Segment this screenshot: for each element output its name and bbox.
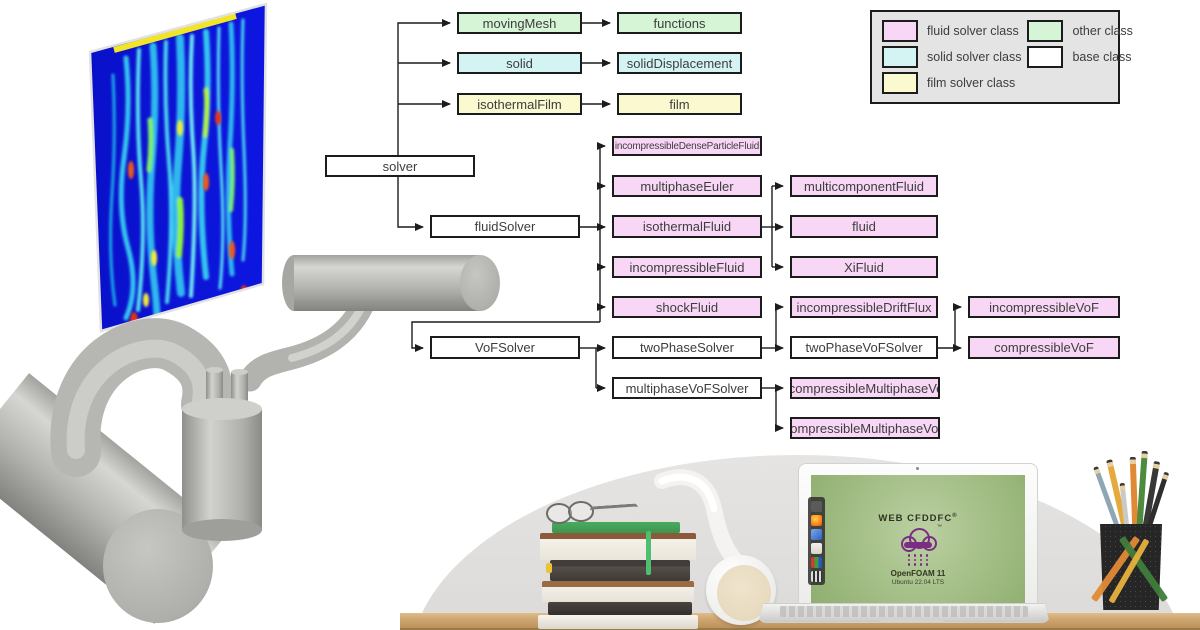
book-1	[552, 522, 680, 533]
node-isothermalFluid: isothermalFluid	[612, 215, 762, 238]
legend-label-solid: solid solver class	[927, 50, 1022, 64]
edge-solver-fluidSolver	[397, 177, 424, 231]
node-incompressibleDenseParticleFluid: incompressibleDenseParticleFluid	[612, 136, 762, 156]
laptop-keyboard	[780, 606, 1028, 617]
node-solid: solid	[457, 52, 582, 74]
node-twoPhaseVoFSolver: twoPhaseVoFSolver	[790, 336, 938, 359]
node-functions: functions	[617, 12, 742, 34]
legend-swatch-film	[882, 72, 918, 94]
eyeglasses	[546, 501, 641, 524]
node-incompressibleFluid: incompressibleFluid	[612, 256, 762, 278]
brand-title: WEB CFDDFC®	[878, 513, 958, 525]
legend-label-other: other class	[1072, 24, 1133, 38]
legend-label-film: film solver class	[927, 76, 1016, 90]
headphones-band	[654, 469, 750, 575]
node-isothermalFilm: isothermalFilm	[457, 93, 582, 115]
book-4	[542, 581, 694, 602]
class-legend: fluid solver class solid solver class film…	[870, 10, 1133, 104]
node-movingMesh: movingMesh	[457, 12, 582, 34]
desk-photo: WEB CFDDFC® ™ OpenFOAM 11 Ubuntu 22.04 L…	[400, 443, 1200, 630]
legend-item-solid: solid solver class	[882, 44, 1021, 70]
bookmark-tab	[546, 563, 552, 573]
openfoam-rain-dots	[907, 554, 929, 566]
legend-label-fluid: fluid solver class	[927, 24, 1019, 38]
book-5	[548, 602, 692, 615]
lens-right	[568, 501, 594, 522]
editor-icon	[811, 529, 822, 540]
node-solver: solver	[325, 155, 475, 177]
screenshot-icon	[811, 501, 822, 512]
book-3	[550, 560, 690, 581]
os-version-label: OpenFOAM 11	[890, 568, 946, 578]
webcam-dot	[916, 467, 919, 470]
book-2	[540, 533, 696, 560]
ubuntu-dock	[808, 497, 825, 585]
files-icon	[811, 543, 822, 554]
distro-label: Ubuntu 22.04 LTS	[891, 578, 945, 586]
node-fluidSolver: fluidSolver	[430, 215, 580, 238]
screen-content: WEB CFDDFC® ™ OpenFOAM 11 Ubuntu 22.04 L…	[811, 513, 1025, 586]
node-VoFSolver: VoFSolver	[430, 336, 580, 359]
node-multiphaseVoFSolver: multiphaseVoFSolver	[612, 377, 762, 399]
legend-swatch-base	[1027, 46, 1064, 68]
node-incompressibleMultiphaseVoF: incompressibleMultiphaseVoF	[790, 377, 940, 399]
node-compressibleMultiphaseVoF: compressibleMultiphaseVoF	[790, 417, 940, 439]
node-compressibleVoF: compressibleVoF	[968, 336, 1120, 359]
node-multicomponentFluid: multicomponentFluid	[790, 175, 938, 197]
node-twoPhaseSolver: twoPhaseSolver	[612, 336, 762, 359]
desk-front-edge	[400, 628, 1200, 630]
pipe-geometry-model-figure	[0, 255, 500, 624]
node-multiphaseEuler: multiphaseEuler	[612, 175, 762, 197]
node-solidDisplacement: solidDisplacement	[617, 52, 742, 74]
legend-item-other: other class	[1027, 18, 1133, 44]
book-6	[538, 615, 698, 629]
node-shockFluid: shockFluid	[612, 296, 762, 318]
openfoam-cloud-icon: ™	[901, 524, 942, 553]
legend-swatch-other	[1027, 20, 1064, 42]
legend-item-base: base class	[1027, 44, 1132, 70]
node-fluid: fluid	[790, 215, 938, 238]
colors-icon	[811, 557, 822, 568]
legend-swatch-fluid	[882, 20, 918, 42]
node-incompressibleVoF: incompressibleVoF	[968, 296, 1120, 318]
app-grid-icon	[811, 571, 822, 582]
legend-swatch-solid	[882, 46, 918, 68]
edge-solver-movingMesh	[397, 19, 451, 155]
node-incompressibleDriftFlux: incompressibleDriftFlux	[790, 296, 938, 318]
legend-item-fluid: fluid solver class	[882, 18, 1021, 44]
laptop-trackpad	[880, 619, 944, 622]
cfd-film-simulation-figure	[88, 2, 268, 333]
firefox-icon	[811, 515, 822, 526]
green-pen-clip	[646, 531, 651, 575]
node-XiFluid: XiFluid	[790, 256, 938, 278]
node-film: film	[617, 93, 742, 115]
legend-label-base: base class	[1072, 50, 1132, 64]
legend-item-film: film solver class	[882, 70, 1021, 96]
